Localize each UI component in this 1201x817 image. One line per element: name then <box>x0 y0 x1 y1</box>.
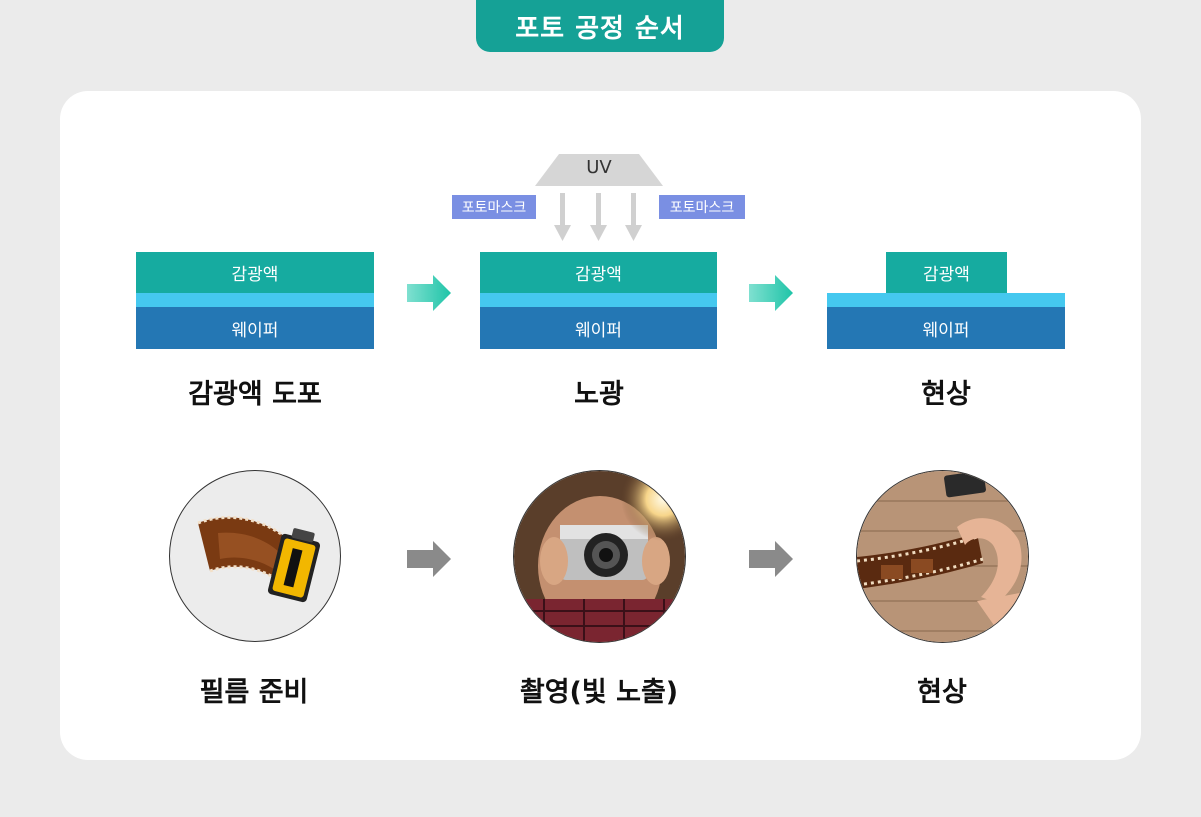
photoresist-layer-2: 감광액 <box>480 252 717 293</box>
film-develop-image <box>856 470 1029 643</box>
uv-label: UV <box>586 157 612 178</box>
cyan-layer-1 <box>136 293 374 307</box>
process-card <box>60 91 1141 760</box>
step-label-develop: 현상 <box>921 379 971 410</box>
wafer-layer-1: 웨이퍼 <box>136 307 374 349</box>
film-roll-image <box>169 470 341 642</box>
wafer-layer-2: 웨이퍼 <box>480 307 717 349</box>
cyan-layer-3 <box>827 293 1065 307</box>
uv-lamp-shape <box>535 154 663 186</box>
wafer-layer-3: 웨이퍼 <box>827 307 1065 349</box>
uv-rays-icon <box>554 193 642 241</box>
arrow-right-icon <box>749 541 793 577</box>
photomask-tag-left: 포토마스크 <box>452 195 536 219</box>
step-label-shooting: 촬영(빛 노출) <box>519 677 679 708</box>
photoresist-pattern-3: 감광액 <box>886 252 1007 293</box>
step-label-film-prep: 필름 준비 <box>199 677 309 708</box>
photomask-tag-right: 포토마스크 <box>659 195 745 219</box>
film-roll-icon <box>197 516 321 603</box>
film-strip-icon <box>857 471 1028 642</box>
photoresist-layer-1: 감광액 <box>136 252 374 293</box>
step-label-develop-film: 현상 <box>917 677 967 708</box>
camera-shooting-image <box>513 470 686 643</box>
cyan-layer-2 <box>480 293 717 307</box>
camera-icon <box>514 471 685 642</box>
step-label-exposure: 노광 <box>574 379 624 410</box>
arrow-right-icon <box>407 275 451 311</box>
arrow-right-icon <box>749 275 793 311</box>
arrow-right-icon <box>407 541 451 577</box>
step-label-coating: 감광액 도포 <box>188 379 322 410</box>
page-title: 포토 공정 순서 <box>476 0 724 52</box>
